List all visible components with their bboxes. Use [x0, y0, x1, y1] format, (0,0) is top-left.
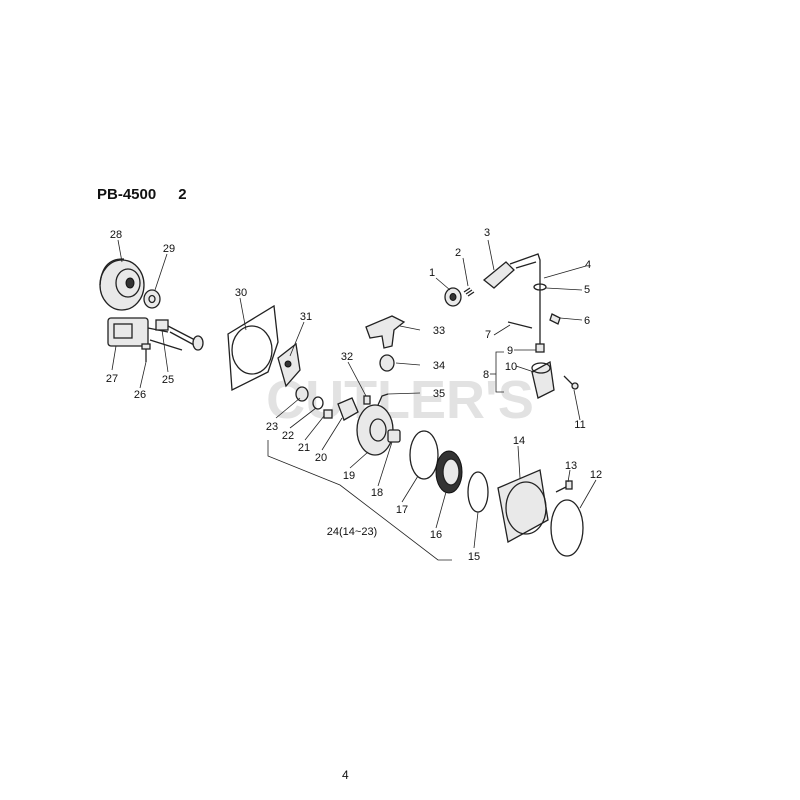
callout-20: 20: [315, 452, 327, 464]
callout-30: 30: [235, 287, 247, 299]
part-10-fuel-filter: [531, 360, 555, 399]
callout-27: 27: [106, 373, 118, 385]
part-1-fitting: [444, 287, 462, 307]
callout-5: 5: [584, 284, 590, 296]
part-2-spring: [463, 287, 475, 297]
callout-15: 15: [468, 551, 480, 563]
part-20-pawl: [337, 397, 359, 421]
part-11-bolt: [563, 375, 579, 390]
part-3-primer-body: [482, 261, 515, 289]
sheet-number: 2: [178, 186, 187, 203]
callout-8: 8: [483, 369, 489, 381]
callout-33: 33: [433, 325, 445, 337]
page-number: 4: [342, 768, 349, 782]
part-17-disc: [409, 430, 439, 480]
callout-35: 35: [433, 388, 445, 400]
callout-7: 7: [485, 329, 491, 341]
part-29-washer: [143, 289, 161, 309]
callout-10: 10: [505, 361, 517, 373]
callout-18: 18: [371, 487, 383, 499]
part-33-starter-handle: [365, 315, 406, 349]
part-26-screw: [141, 343, 151, 362]
part-21-pin: [323, 409, 333, 419]
callout-17: 17: [396, 504, 408, 516]
callout-13: 13: [565, 460, 577, 472]
part-18-spacer: [387, 429, 401, 443]
callout-22: 22: [282, 430, 294, 442]
callout-21: 21: [298, 442, 310, 454]
part-28-flywheel: [99, 258, 145, 311]
part-35-starter-rope: [377, 393, 389, 406]
part-4-fuel-pipe: [509, 253, 541, 345]
callout-9: 9: [507, 345, 513, 357]
watermark: CUTLER'S: [266, 370, 534, 430]
model-number: PB-4500: [97, 186, 157, 203]
callout-1: 1: [429, 267, 435, 279]
callout-26: 26: [134, 389, 146, 401]
part-31-pawl-carrier: [277, 342, 301, 388]
part-19-reel: [356, 404, 394, 456]
part-14-starter-case: [497, 469, 549, 544]
leader-lines: [111, 239, 597, 561]
callout-28: 28: [110, 229, 122, 241]
part-15-plate: [467, 471, 489, 513]
callout-31: 31: [300, 311, 312, 323]
part-9-joint: [535, 343, 545, 353]
part-23-spring: [295, 386, 309, 402]
part-7-tube: [507, 321, 533, 329]
part-12-cover: [550, 499, 584, 557]
callout-6: 6: [584, 315, 590, 327]
callout-34: 34: [433, 360, 445, 372]
part-5-clamp: [533, 283, 547, 291]
part-32-screw: [363, 395, 371, 405]
callout-11: 11: [574, 419, 585, 431]
diagram-header: PB-4500 2: [97, 186, 187, 203]
part-6-screw: [549, 313, 561, 325]
part-16-spring-case: [435, 450, 463, 494]
callout-23: 23: [266, 421, 278, 433]
part-13-screw: [555, 480, 573, 493]
callout-16: 16: [430, 529, 442, 541]
callout-14: 14: [513, 435, 525, 447]
callout-24: 24(14~23): [327, 526, 377, 538]
callout-29: 29: [163, 243, 175, 255]
part-22-washer: [312, 396, 324, 410]
callout-12: 12: [590, 469, 602, 481]
callout-4: 4: [585, 259, 591, 271]
part-27-ignition-coil: [107, 317, 183, 351]
part-34-bushing: [379, 354, 395, 372]
callout-3: 3: [484, 227, 490, 239]
callout-2: 2: [455, 247, 461, 259]
callout-32: 32: [341, 351, 353, 363]
callout-19: 19: [343, 470, 355, 482]
callout-labels: 28 29 1 2 3 4 5 6 7 8 9 10 11 12 13 14 1…: [106, 227, 602, 563]
part-30-gasket: [227, 304, 279, 392]
callout-25: 25: [162, 374, 174, 386]
